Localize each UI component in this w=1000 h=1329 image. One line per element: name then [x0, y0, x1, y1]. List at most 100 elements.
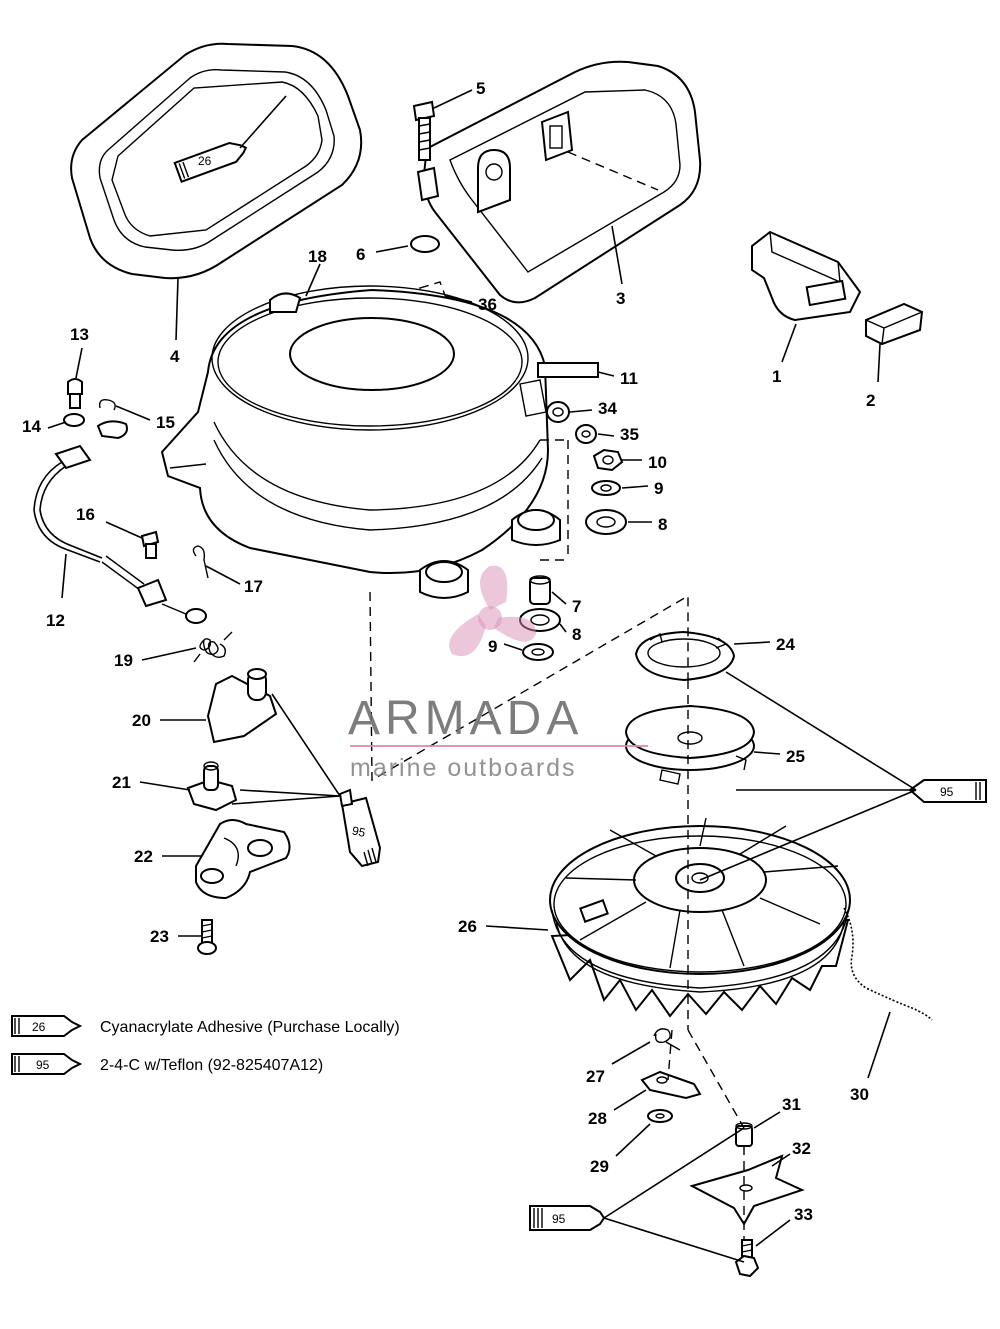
svg-text:3: 3	[616, 289, 625, 308]
svg-text:7: 7	[572, 597, 581, 616]
callout-8a: 8	[628, 515, 667, 534]
svg-text:36: 36	[478, 295, 497, 314]
part-14-washer	[63, 413, 85, 427]
svg-text:15: 15	[156, 413, 175, 432]
legend-text-95: 2-4-C w/Teflon (92-825407A12)	[100, 1057, 323, 1074]
tube-label-95-bottom: 95	[552, 1212, 566, 1226]
part-19-spring	[193, 631, 233, 663]
part-2-insert	[865, 302, 924, 346]
svg-text:17: 17	[244, 577, 263, 596]
part-18-starter-housing	[160, 285, 561, 599]
svg-text:14: 14	[22, 417, 41, 436]
svg-text:25: 25	[786, 747, 805, 766]
legend-code-95: 95	[36, 1058, 50, 1072]
svg-text:6: 6	[356, 245, 365, 264]
callout-28: 28	[588, 1089, 647, 1128]
svg-text:31: 31	[782, 1095, 801, 1114]
part-11-decal	[537, 362, 599, 378]
callout-9a: 9	[621, 479, 663, 498]
callout-34: 34	[569, 399, 617, 418]
svg-text:23: 23	[150, 927, 169, 946]
part-35-washer	[575, 424, 597, 444]
callout-19: 19	[114, 647, 197, 670]
svg-text:13: 13	[70, 325, 89, 344]
svg-text:19: 19	[114, 651, 133, 670]
part-17-pin	[192, 545, 209, 579]
callout-10: 10	[622, 453, 667, 472]
svg-text:27: 27	[586, 1067, 605, 1086]
part-22-bracket	[195, 819, 291, 900]
part-3-handle-housing	[416, 60, 702, 304]
svg-text:26: 26	[458, 917, 477, 936]
svg-text:8: 8	[572, 625, 581, 644]
part-8-grommet-top	[585, 509, 627, 535]
part-30-rope	[843, 907, 933, 1021]
part-12-cable	[33, 420, 207, 624]
part-13-screw	[67, 378, 83, 409]
callout-24: 24	[733, 635, 795, 654]
svg-text:29: 29	[590, 1157, 609, 1176]
part-9-washer-top	[591, 480, 621, 496]
callout-9b: 9	[488, 637, 523, 656]
svg-text:4: 4	[170, 347, 180, 366]
tube-label-95-right: 95	[940, 785, 954, 799]
svg-text:22: 22	[134, 847, 153, 866]
part-7-spacer	[529, 575, 551, 605]
callout-35: 35	[597, 425, 639, 444]
part-5-screw	[412, 100, 436, 161]
callout-2: 2	[866, 343, 881, 410]
callout-30: 30	[850, 1011, 891, 1104]
part-9-washer-lower	[522, 643, 554, 661]
part-28-pawl	[640, 1070, 702, 1100]
callout-4: 4	[170, 277, 180, 366]
callout-32: 32	[771, 1139, 811, 1167]
callout-25: 25	[753, 747, 805, 766]
part-6-washer	[410, 235, 440, 253]
svg-text:2: 2	[866, 391, 875, 410]
lube-tube-95-right: 95	[908, 779, 987, 803]
part-1-handle	[751, 230, 862, 322]
callout-8b: 8	[559, 623, 581, 644]
part-31-bushing	[735, 1122, 753, 1147]
svg-text:9: 9	[654, 479, 663, 498]
svg-text:18: 18	[308, 247, 327, 266]
legend-item-95: 95 2-4-C w/Teflon (92-825407A12)	[11, 1053, 323, 1075]
callout-27: 27	[586, 1041, 651, 1086]
lube-tube-95-left	[338, 788, 382, 868]
callout-29: 29	[590, 1123, 651, 1176]
callout-11: 11	[597, 369, 638, 388]
part-27-spring	[653, 1028, 681, 1051]
svg-text:10: 10	[648, 453, 667, 472]
callout-33: 33	[755, 1205, 813, 1247]
part-20-pawl	[206, 668, 278, 744]
part-15-clip	[98, 398, 116, 411]
adhesive-tube-26	[173, 142, 248, 183]
svg-text:32: 32	[792, 1139, 811, 1158]
svg-text:1: 1	[772, 367, 781, 386]
callout-18: 18	[305, 247, 327, 297]
svg-text:8: 8	[658, 515, 667, 534]
part-26-rope-pulley	[549, 817, 851, 1018]
callout-31: 31	[753, 1095, 801, 1129]
armada-watermark: ARMADA marine outboards	[348, 565, 648, 782]
svg-text:35: 35	[620, 425, 639, 444]
propeller-logo	[449, 565, 536, 657]
svg-text:30: 30	[850, 1085, 869, 1104]
part-29-washer	[647, 1109, 673, 1123]
callout-22: 22	[134, 847, 202, 866]
lube-tube-95-bottom: 95	[529, 1205, 606, 1231]
svg-text:24: 24	[776, 635, 795, 654]
svg-text:5: 5	[476, 79, 485, 98]
part-32-plate	[689, 1154, 805, 1226]
callout-15: 15	[115, 405, 175, 432]
part-25-cam	[624, 704, 756, 785]
callout-6: 6	[356, 245, 409, 264]
svg-text:9: 9	[488, 637, 497, 656]
part-8-grommet-lower	[519, 608, 561, 632]
callout-17: 17	[205, 565, 263, 596]
tube-label-95-left: 95	[351, 823, 367, 840]
watermark-tagline: marine outboards	[350, 754, 577, 782]
part-21-pawl-pin	[186, 761, 238, 812]
